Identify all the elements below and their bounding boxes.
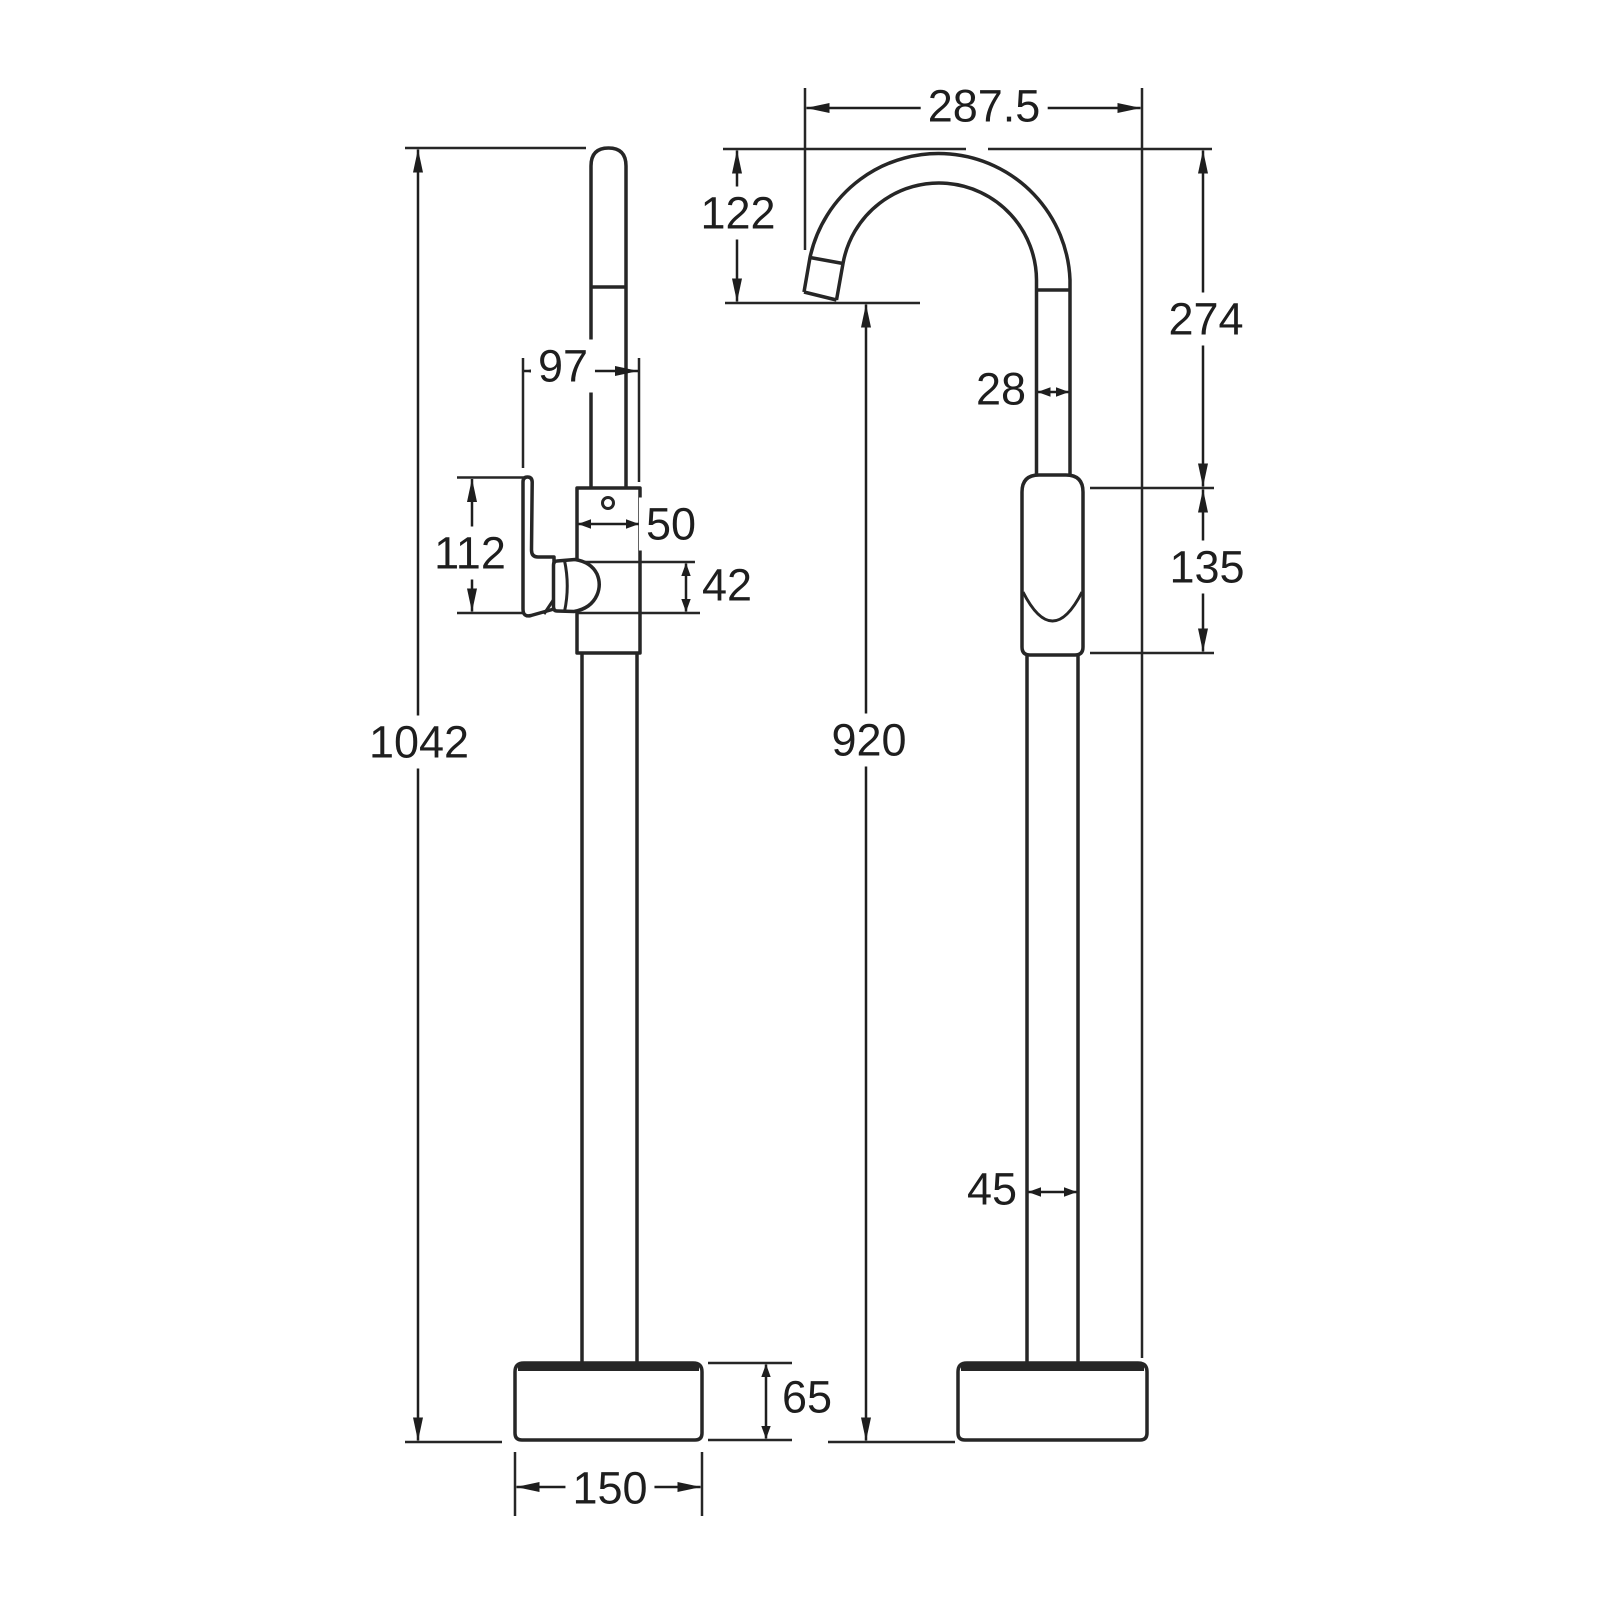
side-view-outline [513,146,704,1442]
dim-label-spout-rise: 274 [1161,292,1251,346]
dim-label-overall-height: 1042 [361,715,477,769]
dim-label-spout-pipe-width: 28 [968,362,1034,416]
dim-label-handle-reach: 97 [530,339,596,393]
dim-label-base-width: 150 [565,1461,655,1515]
dim-label-spout-drop: 122 [693,186,783,240]
dim-label-riser-width: 45 [959,1162,1025,1216]
front-view-outline [802,151,1149,1442]
dimension-lines [413,103,1208,1492]
dim-label-spout-reach: 287.5 [920,79,1048,133]
dim-label-mixer-body-height: 135 [1162,540,1252,594]
dim-label-base-height: 65 [774,1370,840,1424]
dim-label-body-width: 50 [638,497,704,551]
dim-label-outlet-height: 42 [694,558,760,612]
dim-label-handle-height: 112 [427,526,513,580]
extension-lines [405,88,1214,1516]
dim-label-outlet-floor-height: 920 [824,713,914,767]
